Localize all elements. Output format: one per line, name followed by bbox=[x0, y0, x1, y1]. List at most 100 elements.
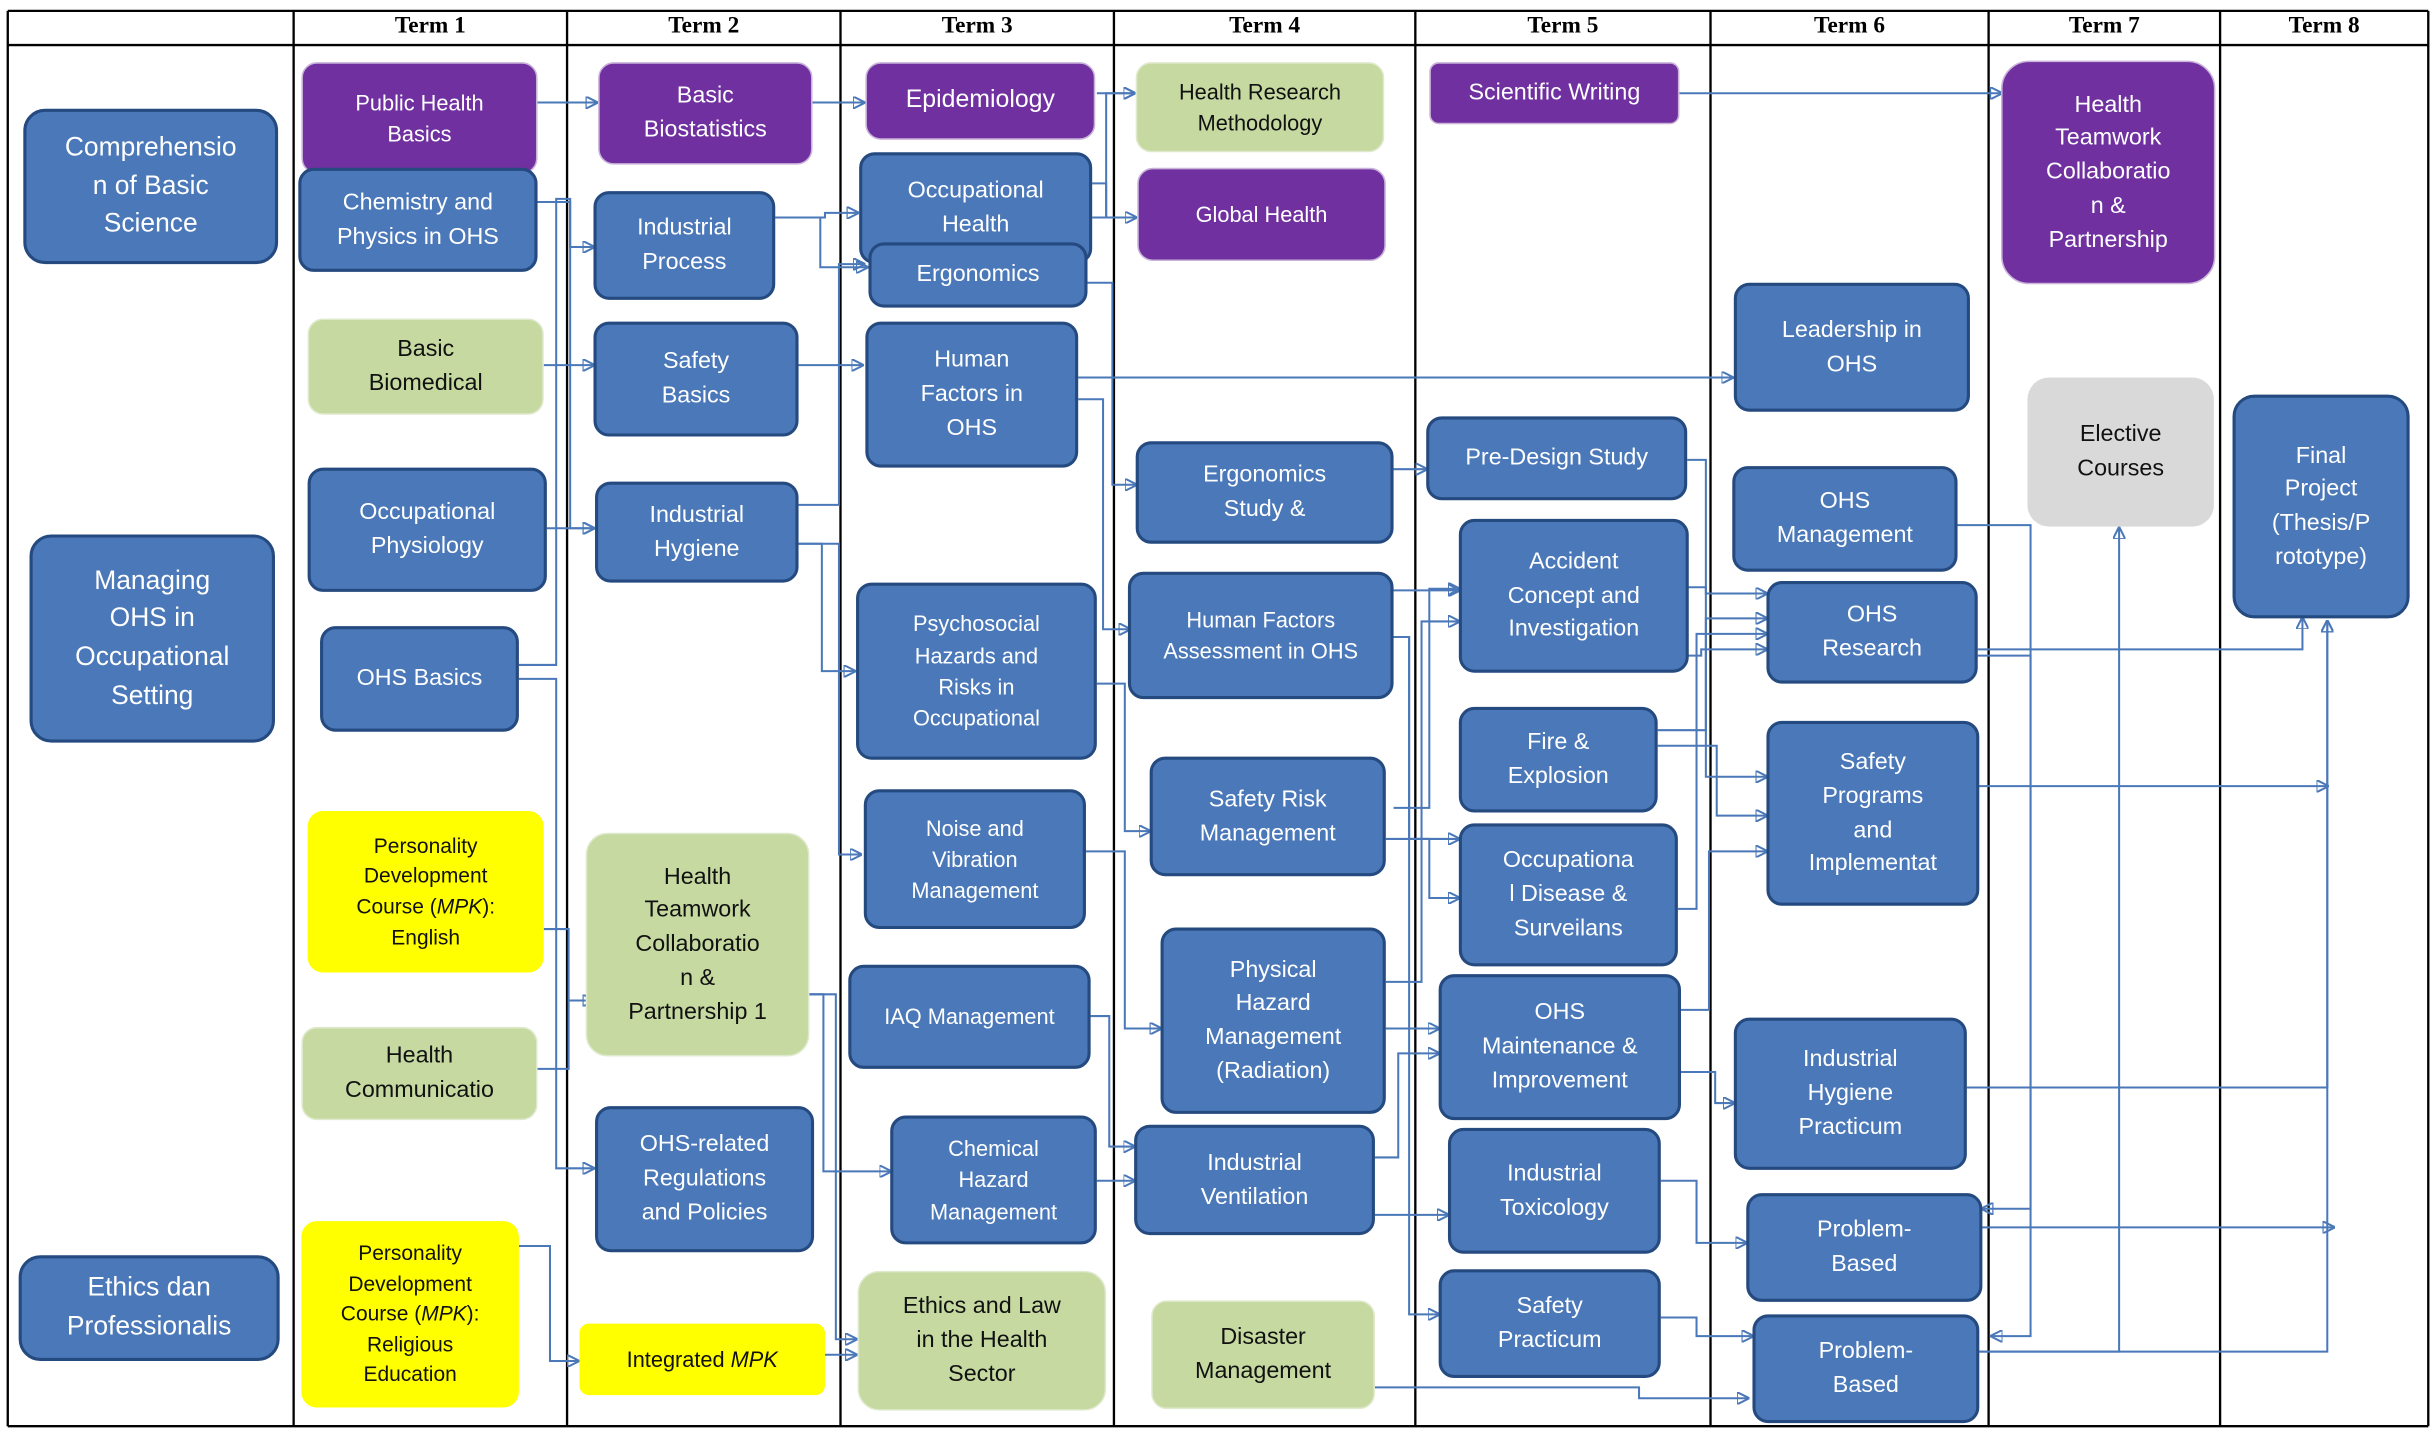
course-iaq-management[interactable]: IAQ Management bbox=[848, 964, 1091, 1069]
course-label: OHS Management bbox=[1776, 488, 1913, 549]
course-ohs-research[interactable]: OHS Research bbox=[1766, 581, 1978, 684]
course-problem-based-1[interactable]: Problem- Based bbox=[1746, 1193, 1983, 1302]
course-label: Problem- Based bbox=[1817, 1216, 1912, 1278]
course-label: Human Factors Assessment in OHS bbox=[1163, 606, 1359, 664]
course-label: Psychosocial Hazards and Risks in Occupa… bbox=[912, 611, 1040, 731]
course-occupational-physiology[interactable]: Occupational Physiology bbox=[307, 467, 547, 592]
course-basic-biostatistics[interactable]: Basic Biostatistics bbox=[598, 62, 813, 165]
course-label: Safety Basics bbox=[661, 348, 731, 409]
course-human-factors-assessment[interactable]: Human Factors Assessment in OHS bbox=[1127, 571, 1394, 700]
category-basic-science: Comprehensio n of Basic Science bbox=[23, 108, 279, 265]
course-mpk-english[interactable]: Personality Development Course (MPK): En… bbox=[307, 810, 544, 973]
course-ethics-law[interactable]: Ethics and Law in the Health Sector bbox=[857, 1270, 1107, 1411]
course-epidemiology[interactable]: Epidemiology bbox=[865, 62, 1096, 140]
course-physical-hazard[interactable]: Physical Hazard Management (Radiation) bbox=[1160, 927, 1386, 1114]
course-label: Pre-Design Study bbox=[1465, 444, 1649, 471]
course-safety-risk-management[interactable]: Safety Risk Management bbox=[1149, 756, 1386, 877]
course-industrial-process[interactable]: Industrial Process bbox=[593, 191, 776, 300]
course-label: Leadership in OHS bbox=[1781, 316, 1922, 377]
course-chemistry-physics[interactable]: Chemistry and Physics in OHS bbox=[298, 167, 538, 272]
course-public-health-basics[interactable]: Public Health Basics bbox=[301, 62, 538, 175]
course-health-research-methodology[interactable]: Health Research Methodology bbox=[1135, 62, 1385, 153]
course-integrated-mpk[interactable]: Integrated MPK bbox=[579, 1323, 825, 1396]
course-label: Ergonomics Study & bbox=[1203, 461, 1327, 523]
course-label: OHS Maintenance & Improvement bbox=[1482, 999, 1638, 1094]
course-label: Chemical Hazard Management bbox=[930, 1135, 1058, 1224]
course-health-communication[interactable]: Health Communicatio bbox=[301, 1026, 538, 1121]
course-label: Elective Courses bbox=[2077, 421, 2165, 482]
course-industrial-hygiene-practicum[interactable]: Industrial Hygiene Practicum bbox=[1733, 1017, 1967, 1170]
course-label: Occupationa l Disease & Surveilans bbox=[1502, 847, 1634, 942]
course-label: Disaster Management bbox=[1195, 1324, 1332, 1385]
course-problem-based-2[interactable]: Problem- Based bbox=[1752, 1314, 1980, 1424]
course-label: Safety Programs and Implementat bbox=[1808, 748, 1937, 877]
term-5-header: Term 5 bbox=[1527, 13, 1599, 39]
course-pre-design-study[interactable]: Pre-Design Study bbox=[1426, 416, 1688, 501]
term-3-header: Term 3 bbox=[941, 13, 1013, 39]
course-label: IAQ Management bbox=[884, 1004, 1055, 1030]
course-label: Personality Development Course (MPK): Re… bbox=[340, 1241, 480, 1387]
course-label: Safety Practicum bbox=[1497, 1292, 1602, 1354]
course-industrial-hygiene[interactable]: Industrial Hygiene bbox=[595, 481, 799, 583]
course-human-factors-ohs[interactable]: Human Factors in OHS bbox=[865, 321, 1079, 468]
course-industrial-toxicology[interactable]: Industrial Toxicology bbox=[1447, 1127, 1661, 1254]
course-ohs-regulations[interactable]: OHS-related Regulations and Policies bbox=[595, 1106, 815, 1253]
course-noise-vibration[interactable]: Noise and Vibration Management bbox=[863, 789, 1086, 930]
course-industrial-ventilation[interactable]: Industrial Ventilation bbox=[1134, 1124, 1375, 1236]
course-fire-explosion[interactable]: Fire & Explosion bbox=[1458, 706, 1658, 813]
course-label: Health Teamwork Collaboratio n & Partner… bbox=[2046, 91, 2171, 253]
course-label: Industrial Hygiene Practicum bbox=[1798, 1046, 1903, 1141]
course-ohs-basics[interactable]: OHS Basics bbox=[320, 626, 519, 732]
course-final-project[interactable]: Final Project (Thesis/P rototype) bbox=[2232, 394, 2410, 619]
course-disaster-management[interactable]: Disaster Management bbox=[1151, 1300, 1375, 1410]
term-1-header: Term 1 bbox=[394, 13, 466, 39]
category-managing-ohs-label: Managing OHS in Occupational Setting bbox=[75, 565, 230, 710]
course-label: Basic Biomedical bbox=[368, 335, 483, 397]
course-label: Health Research Methodology bbox=[1178, 78, 1341, 136]
course-psychosocial-hazards[interactable]: Psychosocial Hazards and Risks in Occupa… bbox=[856, 582, 1097, 760]
term-6-header: Term 6 bbox=[1814, 13, 1886, 39]
course-leadership-ohs[interactable]: Leadership in OHS bbox=[1733, 282, 1970, 412]
course-ohs-management[interactable]: OHS Management bbox=[1732, 466, 1958, 572]
course-ohs-maintenance[interactable]: OHS Maintenance & Improvement bbox=[1438, 974, 1681, 1121]
course-ergonomics[interactable]: Ergonomics bbox=[868, 242, 1088, 308]
course-occupational-disease[interactable]: Occupationa l Disease & Surveilans bbox=[1458, 823, 1678, 967]
course-chemical-hazard[interactable]: Chemical Hazard Management bbox=[890, 1115, 1097, 1245]
course-accident-concept[interactable]: Accident Concept and Investigation bbox=[1458, 518, 1689, 673]
course-label: OHS Basics bbox=[356, 665, 483, 692]
term-4-header: Term 4 bbox=[1229, 13, 1301, 39]
course-label: Ergonomics bbox=[916, 261, 1040, 288]
category-managing-ohs: Managing OHS in Occupational Setting bbox=[29, 534, 275, 743]
course-safety-programs[interactable]: Safety Programs and Implementat bbox=[1766, 720, 1980, 906]
course-label: Health Teamwork Collaboratio n & Partner… bbox=[628, 863, 767, 1025]
course-mpk-religious[interactable]: Personality Development Course (MPK): Re… bbox=[301, 1221, 519, 1408]
course-label: Industrial Ventilation bbox=[1200, 1149, 1309, 1210]
course-label: Fire & Explosion bbox=[1507, 729, 1609, 790]
course-label: Basic Biostatistics bbox=[643, 82, 767, 143]
term-7-header: Term 7 bbox=[2068, 13, 2140, 39]
course-ergonomics-study[interactable]: Ergonomics Study & bbox=[1135, 441, 1394, 544]
course-global-health[interactable]: Global Health bbox=[1137, 167, 1386, 262]
course-label: Integrated MPK bbox=[626, 1346, 778, 1372]
course-safety-basics[interactable]: Safety Basics bbox=[593, 321, 799, 437]
course-label: Chemistry and Physics in OHS bbox=[336, 189, 499, 250]
course-label: Accident Concept and Investigation bbox=[1507, 548, 1640, 643]
course-label: Final Project (Thesis/P rototype) bbox=[2271, 441, 2371, 570]
course-safety-practicum[interactable]: Safety Practicum bbox=[1438, 1269, 1661, 1379]
course-label: Noise and Vibration Management bbox=[911, 814, 1039, 903]
course-health-teamwork-7[interactable]: Health Teamwork Collaboratio n & Partner… bbox=[2001, 60, 2216, 285]
course-scientific-writing[interactable]: Scientific Writing bbox=[1429, 62, 1680, 125]
category-basic-science-label: Comprehensio n of Basic Science bbox=[64, 132, 237, 239]
course-label: Industrial Toxicology bbox=[1499, 1160, 1609, 1221]
category-ethics: Ethics dan Professionalis bbox=[18, 1255, 280, 1361]
course-label: Human Factors in OHS bbox=[920, 347, 1023, 442]
course-label: Global Health bbox=[1195, 201, 1328, 227]
course-elective-courses[interactable]: Elective Courses bbox=[2027, 377, 2214, 527]
course-label: Health Communicatio bbox=[344, 1042, 494, 1104]
course-health-teamwork-1[interactable]: Health Teamwork Collaboratio n & Partner… bbox=[585, 832, 810, 1057]
course-label: Public Health Basics bbox=[355, 89, 484, 147]
course-basic-biomedical[interactable]: Basic Biomedical bbox=[307, 318, 544, 415]
